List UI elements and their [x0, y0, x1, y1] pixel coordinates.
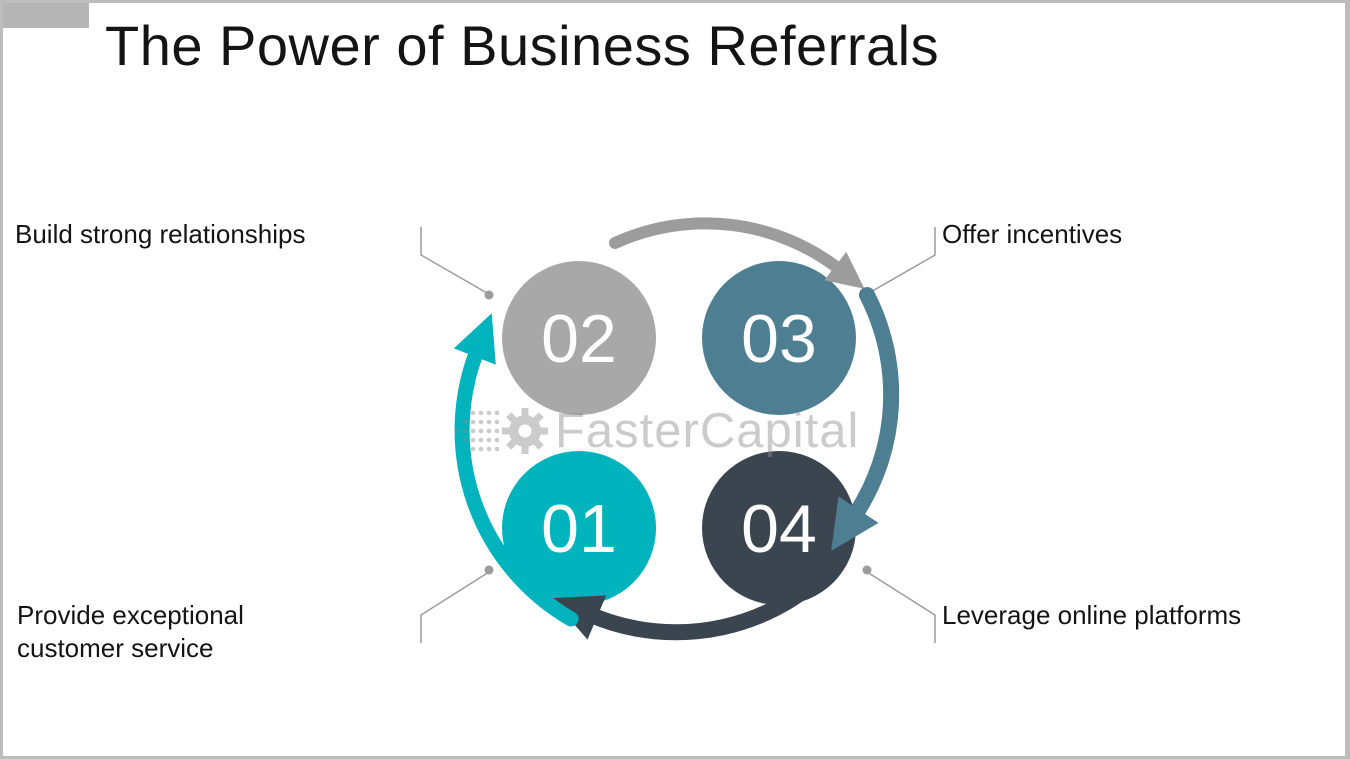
leader-dot-bottom-left [484, 565, 494, 575]
step-circle-04 [702, 451, 856, 605]
step-circle-01 [502, 451, 656, 605]
step-number-03: 03 [741, 301, 817, 377]
cycle-arrow-right [831, 287, 900, 552]
leader-dot-bottom-right [862, 565, 872, 575]
referral-cycle-diagram: 02 03 01 04 [420, 217, 936, 643]
step-label-build-strong-relationships: Build strong relationships [15, 219, 306, 249]
leader-line-bottom-right [866, 571, 936, 643]
cycle-arrows [453, 217, 900, 641]
step-number-04: 04 [741, 491, 817, 567]
step-circles: 02 03 01 04 [502, 261, 856, 605]
cycle-arrow-top [609, 217, 865, 289]
step-label-leverage-online-platforms: Leverage online platforms [942, 600, 1242, 630]
frame-corner-patch [3, 3, 89, 28]
cycle-arrow-bottom [551, 551, 847, 641]
cycle-arrow-left [453, 313, 579, 627]
leader-dot-top-left [484, 290, 494, 300]
leader-line-top-right [868, 227, 936, 294]
leader-line-bottom-left [420, 571, 490, 643]
step-circle-02 [502, 261, 656, 415]
leader-lines [420, 227, 936, 643]
step-label-offer-incentives: Offer incentives [942, 219, 1123, 249]
step-label-provide-exceptional-customer-service: Provide exceptional customer service [17, 600, 244, 663]
leader-line-top-left [420, 227, 488, 294]
step-number-01: 01 [541, 491, 617, 567]
step-circle-03 [702, 261, 856, 415]
page-title: The Power of Business Referrals [105, 14, 940, 77]
step-number-02: 02 [541, 301, 617, 377]
